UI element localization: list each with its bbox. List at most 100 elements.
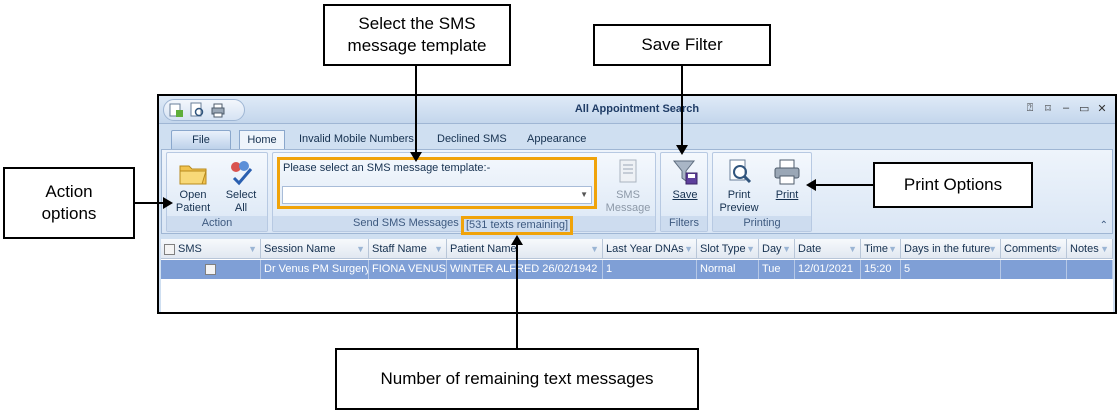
print-preview-icon[interactable] <box>188 101 206 119</box>
group-printing: Print Preview Print Printing <box>712 152 812 232</box>
preview-label-2: Preview <box>719 202 759 214</box>
filter-icon[interactable]: ▼ <box>356 244 365 254</box>
sms-document-icon <box>612 157 644 187</box>
group-label-filters: Filters <box>661 216 707 231</box>
column-staff-name[interactable]: Staff Name▼ <box>369 239 447 259</box>
callout-action-options: Action options <box>3 167 135 239</box>
column-day[interactable]: Day▼ <box>759 239 795 259</box>
save-filter-button[interactable]: Save <box>663 157 707 202</box>
arrowhead-print <box>806 179 816 191</box>
column-time[interactable]: Time▼ <box>861 239 901 259</box>
restore-icon[interactable]: ⌑ <box>1045 103 1051 115</box>
tab-appearance[interactable]: Appearance <box>527 133 587 145</box>
select-all-checkbox[interactable] <box>164 243 175 255</box>
column-session-name[interactable]: Session Name▼ <box>261 239 369 259</box>
appointment-grid: SMS▼ Session Name▼ Staff Name▼ Patient N… <box>161 239 1113 312</box>
sms-template-dropdown[interactable]: ▼ <box>282 186 592 204</box>
arrow-remaining <box>516 244 518 348</box>
tab-invalid-mobile-numbers[interactable]: Invalid Mobile Numbers <box>299 133 414 145</box>
texts-remaining-counter: [531 texts remaining] <box>461 216 574 235</box>
save-label: Save <box>672 189 698 201</box>
filter-icon[interactable]: ▼ <box>1054 244 1063 254</box>
cell-days-future: 5 <box>901 260 1001 279</box>
sms-message-button[interactable]: SMS Message <box>603 157 653 215</box>
quick-access-toolbar <box>163 99 245 121</box>
arrowhead-template <box>410 152 422 162</box>
filter-icon[interactable]: ▼ <box>746 244 755 254</box>
filter-icon[interactable]: ▼ <box>782 244 791 254</box>
callout-print-options: Print Options <box>873 162 1033 208</box>
filter-icon[interactable]: ▼ <box>590 244 599 254</box>
select-all-icon <box>225 157 257 187</box>
arrow-save-filter <box>681 66 683 147</box>
open-patient-button[interactable]: Open Patient <box>171 157 215 215</box>
chevron-down-icon: ▼ <box>580 190 588 199</box>
sms-template-area: Please select an SMS message template:- … <box>277 157 597 209</box>
preview-label-1: Print <box>727 189 751 201</box>
collapse-ribbon-icon[interactable]: ⌃ <box>1099 220 1108 231</box>
print-preview-button[interactable]: Print Preview <box>717 157 761 215</box>
open-label-1: Open <box>179 189 207 201</box>
filter-icon[interactable]: ▼ <box>248 244 257 254</box>
column-days-in-future[interactable]: Days in the future▼ <box>901 239 1001 259</box>
filter-icon[interactable]: ▼ <box>684 244 693 254</box>
row-sms-cell[interactable] <box>161 260 261 279</box>
arrowhead-save-filter <box>676 145 688 155</box>
filter-icon[interactable]: ▼ <box>1100 244 1109 254</box>
column-sms[interactable]: SMS▼ <box>161 239 261 259</box>
select-all-button[interactable]: Select All <box>219 157 263 215</box>
print-label: Print <box>775 189 799 201</box>
filter-icon[interactable]: ▼ <box>888 244 897 254</box>
group-send-sms: Please select an SMS message template:- … <box>272 152 656 235</box>
cell-notes <box>1067 260 1113 279</box>
sms-template-prompt: Please select an SMS message template:- <box>283 162 491 174</box>
arrowhead-action <box>163 197 173 209</box>
tab-file[interactable]: File <box>171 130 231 149</box>
column-patient-name[interactable]: Patient Name▼ <box>447 239 603 259</box>
cell-day: Tue <box>759 260 795 279</box>
sms-label-2: Message <box>605 202 651 214</box>
arrow-print <box>816 184 873 186</box>
group-action: Open Patient Select All Action <box>166 152 268 232</box>
column-comments[interactable]: Comments▼ <box>1001 239 1067 259</box>
row-checkbox[interactable] <box>205 264 216 275</box>
select-label-1: Select <box>225 189 257 201</box>
group-label-action: Action <box>167 216 267 231</box>
help-icon[interactable]: ⍰ <box>1026 102 1034 114</box>
minimize-icon[interactable]: – <box>1062 102 1070 114</box>
maximize-icon[interactable]: ▭ <box>1079 103 1090 115</box>
app-menu-icon[interactable] <box>167 101 185 119</box>
folder-icon <box>177 157 209 187</box>
callout-sms-template: Select the SMS message template <box>323 4 511 66</box>
printer-icon <box>771 157 803 187</box>
cell-dnas: 1 <box>603 260 697 279</box>
funnel-save-icon <box>669 157 701 187</box>
print-button[interactable]: Print <box>765 157 809 202</box>
ribbon-tabs: File Home Invalid Mobile Numbers Decline… <box>159 125 1115 149</box>
filter-icon[interactable]: ▼ <box>988 244 997 254</box>
open-label-2: Patient <box>175 202 211 214</box>
column-slot-type[interactable]: Slot Type▼ <box>697 239 759 259</box>
close-icon[interactable]: ✕ <box>1097 103 1107 115</box>
printer-icon[interactable] <box>209 101 227 119</box>
cell-comments <box>1001 260 1067 279</box>
column-last-year-dnas[interactable]: Last Year DNAs▼ <box>603 239 697 259</box>
filter-icon[interactable]: ▼ <box>434 244 443 254</box>
tab-home[interactable]: Home <box>239 130 285 149</box>
app-window: All Appointment Search ⍰ ⌑ – ▭ ✕ File Ho… <box>157 94 1117 314</box>
select-label-2: All <box>234 202 248 214</box>
column-date[interactable]: Date▼ <box>795 239 861 259</box>
tab-declined-sms[interactable]: Declined SMS <box>437 133 507 145</box>
filter-icon[interactable]: ▼ <box>848 244 857 254</box>
arrowhead-remaining <box>511 235 523 245</box>
window-controls: ⍰ ⌑ – ▭ ✕ <box>1025 102 1107 115</box>
arrow-template <box>415 66 417 153</box>
title-bar: All Appointment Search ⍰ ⌑ – ▭ ✕ <box>159 96 1115 124</box>
cell-date: 12/01/2021 <box>795 260 861 279</box>
column-notes[interactable]: Notes▼ <box>1067 239 1113 259</box>
group-label-printing: Printing <box>713 216 811 231</box>
arrow-action <box>135 202 165 204</box>
table-row[interactable]: Dr Venus PM Surgery FIONA VENUS WINTER A… <box>161 260 1113 279</box>
callout-remaining-texts: Number of remaining text messages <box>335 348 699 410</box>
group-filters: Save Filters <box>660 152 708 232</box>
